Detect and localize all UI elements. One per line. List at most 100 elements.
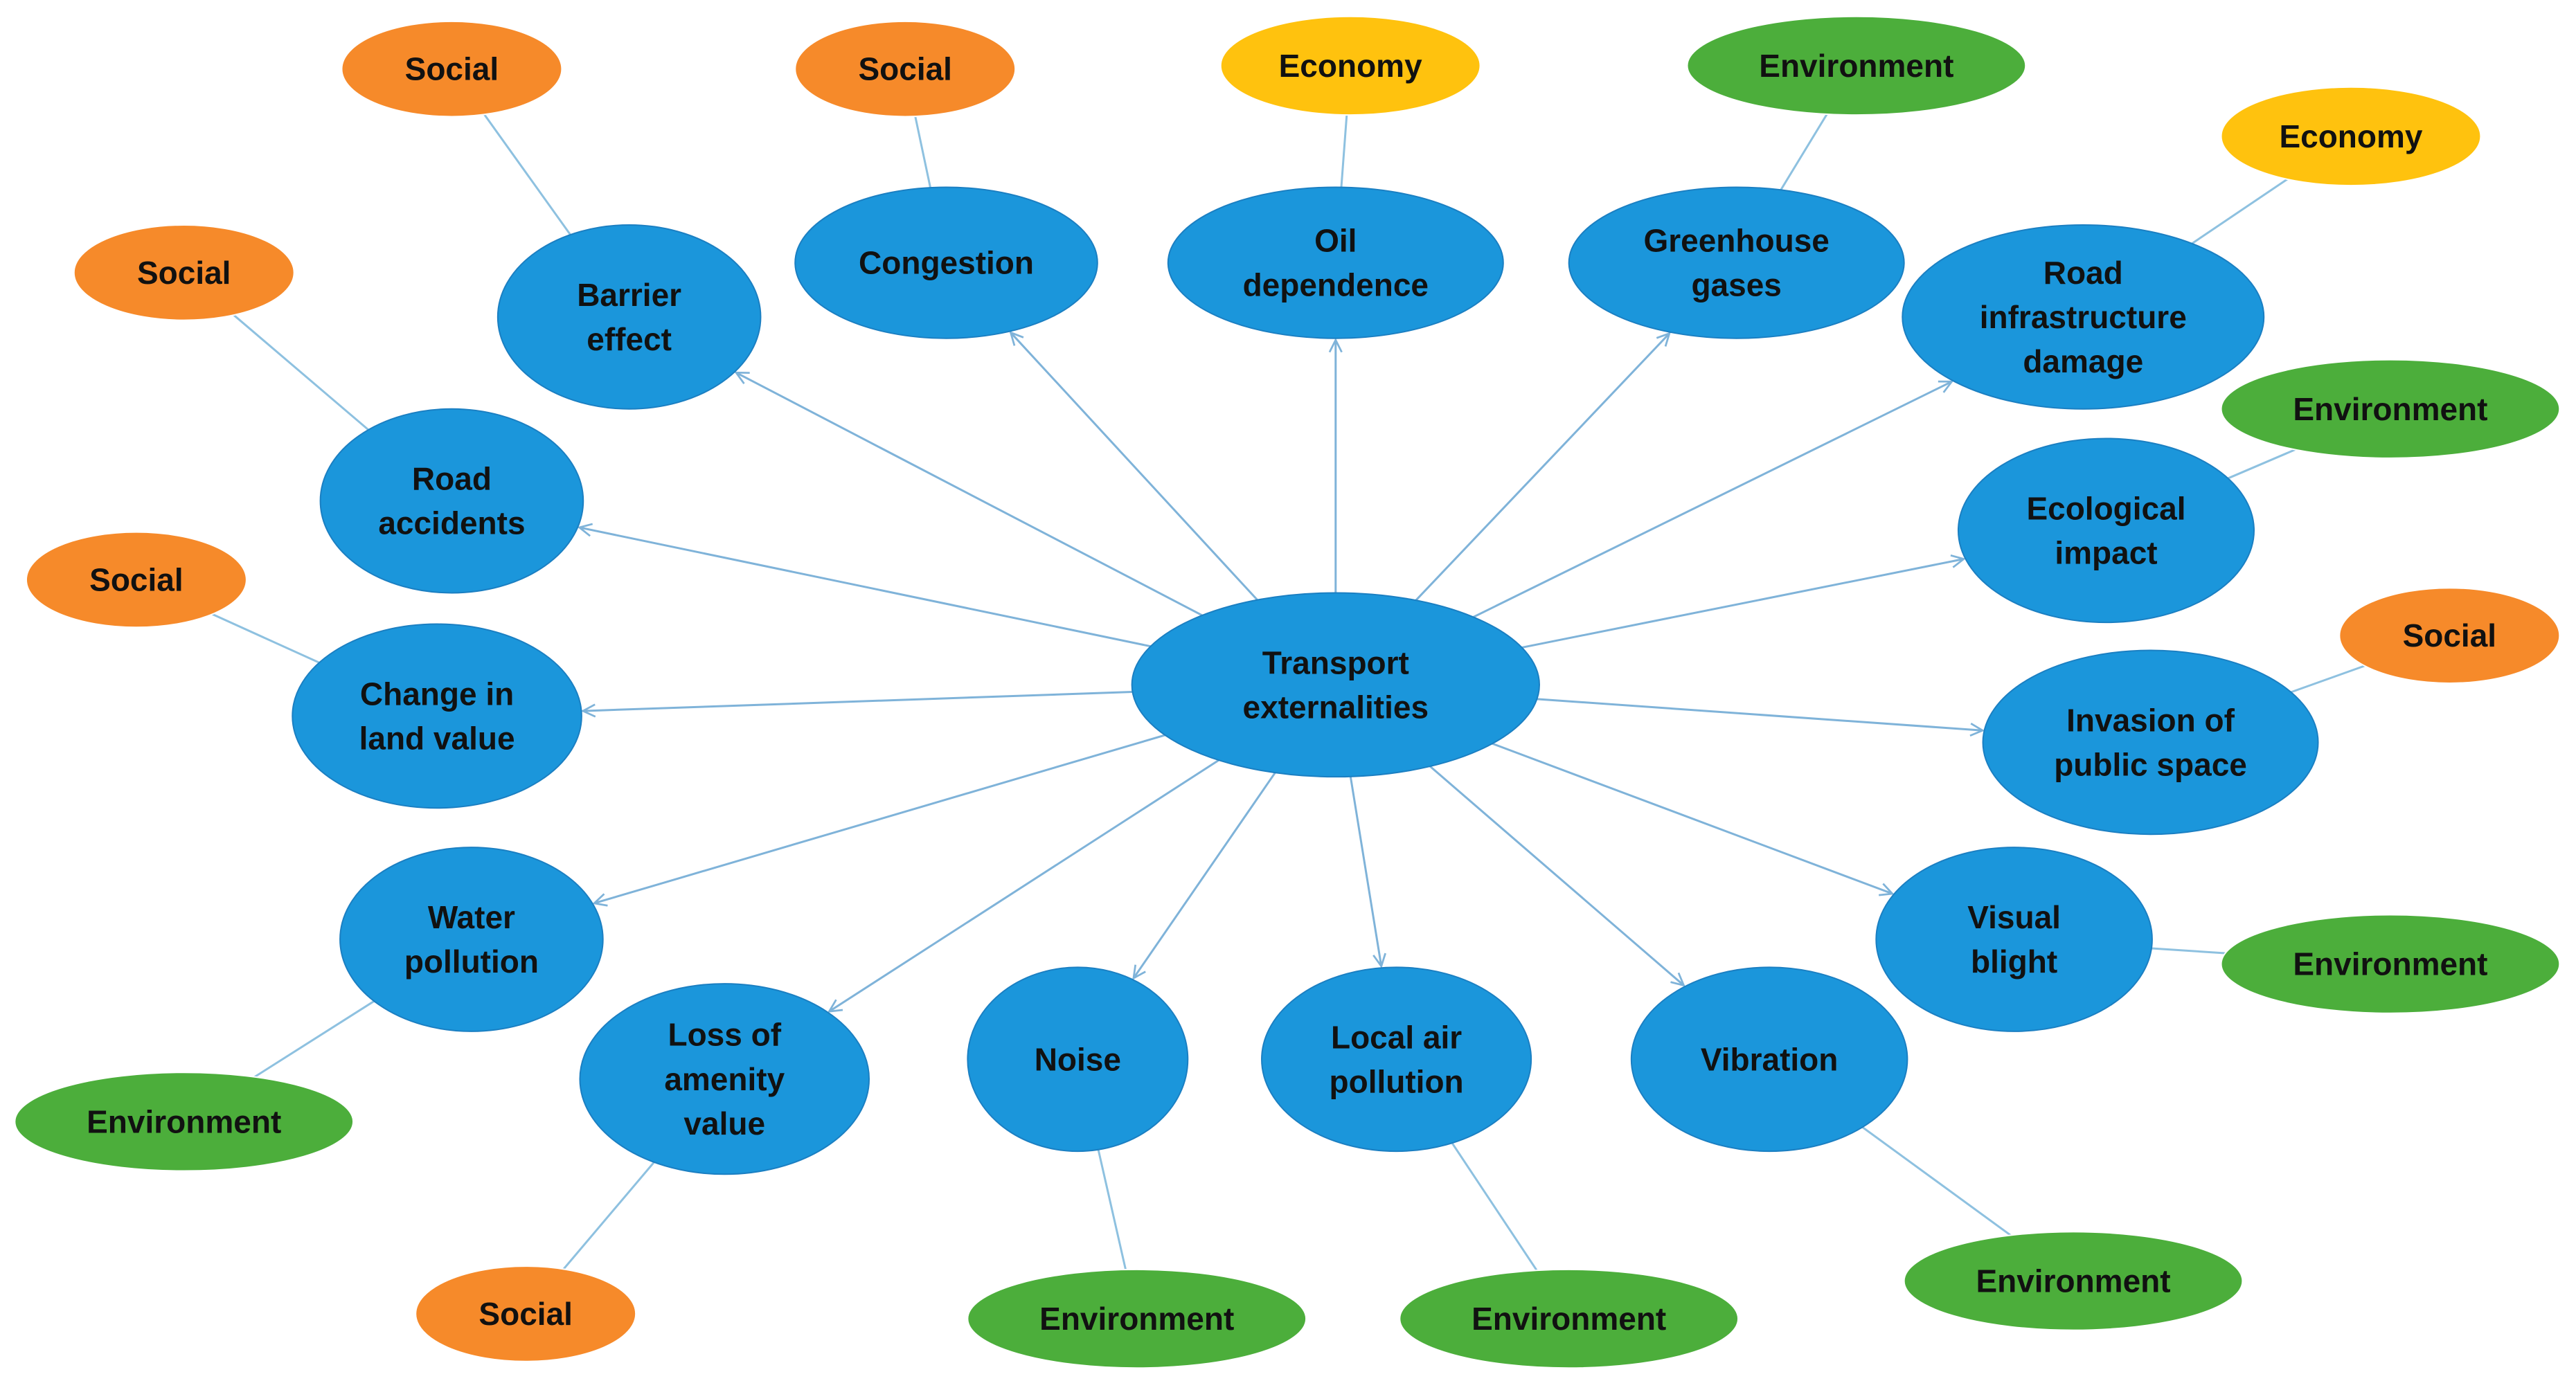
ecological-impact-ellipse <box>1957 437 2255 624</box>
vibration-category-ellipse <box>1903 1231 2244 1331</box>
visual-blight-category-ellipse <box>2220 914 2561 1014</box>
greenhouse-gases-arrow <box>1415 334 1670 602</box>
ecological-impact-arrow <box>1521 559 1964 649</box>
node-noise: Noise <box>967 966 1189 1153</box>
node-congestion: Congestion <box>794 186 1098 339</box>
road-infrastructure-damage-category-ellipse <box>2220 86 2482 187</box>
water-pollution-ellipse <box>339 847 604 1032</box>
change-in-land-value-category-label: Social <box>89 562 184 598</box>
water-pollution-category-label: Environment <box>87 1103 281 1139</box>
node-vibration: Vibration <box>1630 966 1908 1153</box>
loss-of-amenity-value-ellipse <box>579 983 870 1175</box>
loss-of-amenity-value-arrow <box>829 759 1219 1011</box>
noise-label: Noise <box>1035 1041 1121 1077</box>
road-accidents-category-label: Social <box>137 255 231 291</box>
change-in-land-value-arrow <box>583 691 1133 711</box>
invasion-of-public-space-ellipse <box>1982 649 2319 836</box>
vibration-ellipse <box>1630 966 1908 1153</box>
visual-blight-category-label: Environment <box>2293 946 2487 982</box>
congestion-ellipse <box>794 186 1098 339</box>
noise-arrow <box>1134 772 1276 978</box>
congestion-category-tag: Social <box>794 20 1017 118</box>
road-accidents-ellipse <box>319 408 584 594</box>
local-air-pollution-category-label: Environment <box>1472 1301 1666 1337</box>
invasion-of-public-space-arrow <box>1537 698 1983 730</box>
oil-dependence-ellipse <box>1167 186 1504 339</box>
loss-of-amenity-value-category-label: Social <box>478 1296 573 1332</box>
road-infrastructure-damage-category-tag: Economy <box>2220 86 2482 187</box>
congestion-category-ellipse <box>794 20 1017 118</box>
ecological-impact-category-tag: Environment <box>2220 359 2561 459</box>
noise-category-ellipse <box>967 1268 1307 1369</box>
barrier-effect-arrow <box>736 372 1203 617</box>
road-infrastructure-damage-category-label: Economy <box>2279 118 2422 154</box>
visual-blight-category-tag: Environment <box>2220 914 2561 1014</box>
local-air-pollution-ellipse <box>1261 966 1532 1153</box>
road-accidents-arrow <box>580 527 1151 648</box>
vibration-label: Vibration <box>1701 1041 1839 1077</box>
barrier-effect-category-label: Social <box>405 51 499 87</box>
barrier-effect-ellipse <box>497 224 762 410</box>
vibration-arrow <box>1429 765 1683 985</box>
congestion-category-label: Social <box>858 51 952 87</box>
change-in-land-value-category-ellipse <box>25 531 247 629</box>
local-air-pollution-category-ellipse <box>1399 1268 1739 1369</box>
road-infrastructure-damage-ellipse <box>1902 224 2265 410</box>
barrier-effect-category-ellipse <box>341 20 563 118</box>
invasion-of-public-space-category-ellipse <box>2338 587 2561 684</box>
road-accidents-category-tag: Social <box>73 224 295 321</box>
visual-blight-ellipse <box>1875 847 2153 1032</box>
visual-blight-arrow <box>1492 742 1893 894</box>
center-ellipse <box>1131 592 1540 778</box>
road-accidents-category-ellipse <box>73 224 295 321</box>
oil-dependence-category-label: Economy <box>1279 48 1422 84</box>
change-in-land-value-ellipse <box>292 623 582 809</box>
arrows <box>580 332 1983 1011</box>
greenhouse-gases-category-ellipse <box>1686 15 2027 116</box>
ecological-impact-category-label: Environment <box>2293 391 2487 427</box>
vibration-category-label: Environment <box>1976 1263 2170 1299</box>
oil-dependence-category-tag: Economy <box>1219 15 1481 116</box>
greenhouse-gases-category-label: Environment <box>1759 48 1953 84</box>
oil-dependence-category-ellipse <box>1219 15 1481 116</box>
greenhouse-gases-category-tag: Environment <box>1686 15 2027 116</box>
loss-of-amenity-value-category-ellipse <box>415 1265 637 1362</box>
road-infrastructure-damage-arrow <box>1473 381 1952 618</box>
loss-of-amenity-value-category-tag: Social <box>415 1265 637 1362</box>
local-air-pollution-category-tag: Environment <box>1399 1268 1739 1369</box>
local-air-pollution-arrow <box>1349 776 1381 966</box>
congestion-label: Congestion <box>859 245 1034 281</box>
water-pollution-category-ellipse <box>14 1072 355 1172</box>
invasion-of-public-space-category-tag: Social <box>2338 587 2561 684</box>
invasion-of-public-space-category-label: Social <box>2403 617 2497 653</box>
noise-ellipse <box>967 966 1189 1153</box>
ecological-impact-category-ellipse <box>2220 359 2561 459</box>
noise-category-tag: Environment <box>967 1268 1307 1369</box>
